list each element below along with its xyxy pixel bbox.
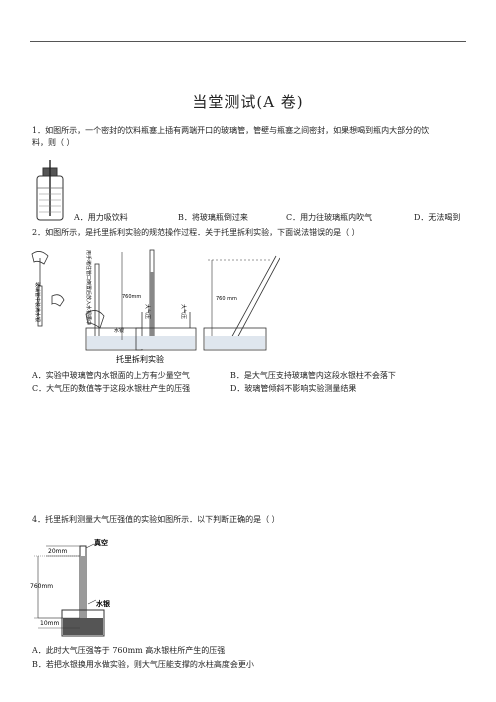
mercury-label: 水银 [114, 327, 124, 334]
label-760mm-b: 760 mm [216, 296, 237, 302]
question-1-text-line-2: 料，则（ ） [32, 138, 75, 147]
q1-option-b[interactable]: B．将玻璃瓶倒过来 [178, 213, 248, 222]
label-10mm: 10mm [40, 620, 59, 627]
q2-option-a[interactable]: A．实验中玻璃管内水银面的上方有少量空气 [32, 371, 190, 380]
atm-label-2: 大气压 [180, 304, 187, 319]
torricelli-measurement-figure: 20mm 真空 760mm 水银 10mm [30, 538, 111, 637]
label-vacuum: 真空 [94, 538, 108, 547]
label-760mm: 760mm [122, 294, 141, 300]
label-20mm: 20mm [48, 548, 67, 555]
q1-option-a[interactable]: A．用力吸饮料 [74, 213, 128, 222]
page-title: 当堂测试(A 卷) [192, 93, 304, 111]
vertical-note-1: 玻璃管中装满水银 [34, 282, 41, 322]
q2-option-d[interactable]: D．玻璃管倾斜不影响实验测量结果 [230, 384, 357, 393]
atm-label-1: 大气压 [144, 304, 151, 319]
torricelli-experiment-figure: 玻璃管中装满水银 用手堵住管口倒置后放入水银槽中 水银 760mm 大气压 大气… [31, 249, 280, 364]
q1-option-c[interactable]: C．用力往玻璃瓶内吹气 [286, 213, 373, 222]
q2-option-b[interactable]: B．是大气压支持玻璃管内这段水银柱不会落下 [230, 371, 396, 380]
q1-option-d[interactable]: D．无法喝到 [414, 213, 461, 222]
q2-option-c[interactable]: C．大气压的数值等于这段水银柱产生的压强 [32, 384, 191, 393]
q4-option-b[interactable]: B．若把水银换用水做实验，则大气压能支撑的水柱高度会更小 [32, 660, 254, 669]
label-760mm: 760mm [30, 583, 53, 590]
bottle-figure [36, 160, 64, 221]
label-mercury: 水银 [96, 599, 111, 608]
question-1-text-line-1: 1．如图所示，一个密封的饮料瓶塞上插有两端开口的玻璃管，管壁与瓶塞之间密封，如果… [32, 126, 430, 135]
question-2-text: 2．如图所示，是托里拆利实验的规范操作过程．关于托里拆利实验，下面说法错误的是（… [32, 228, 360, 237]
q4-option-a[interactable]: A．此时大气压强等于 760mm 高水银柱所产生的压强 [32, 646, 226, 655]
vertical-note-2: 用手堵住管口倒置后放入水银槽中 [85, 250, 92, 325]
header-rule [30, 41, 466, 42]
question-4-text: 4．托里拆利测量大气压强值的实验如图所示．以下判断正确的是（ ） [32, 515, 280, 524]
figure-caption: 托里拆利实验 [116, 354, 164, 364]
